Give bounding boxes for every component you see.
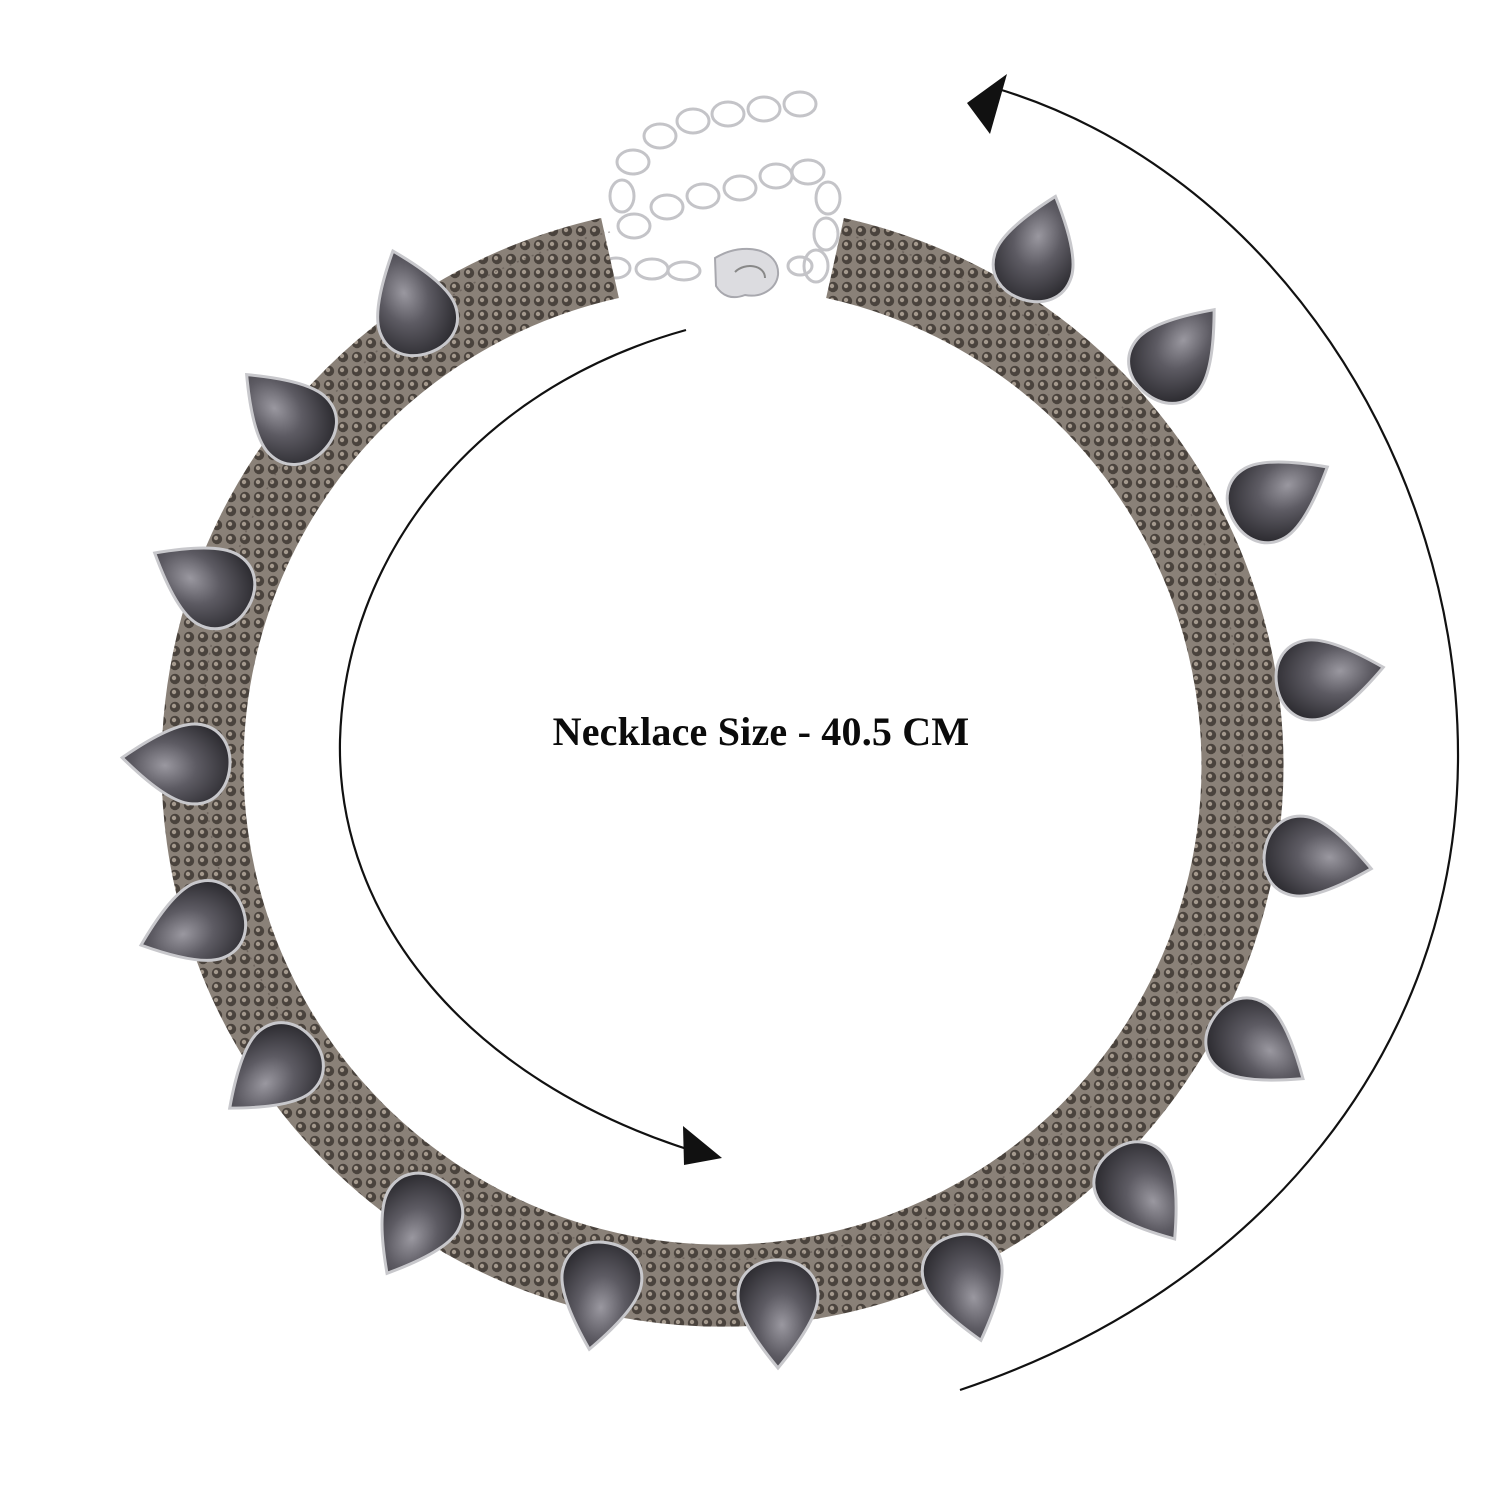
inner-measurement-arrow [338, 328, 722, 1165]
lobster-clasp-icon [600, 248, 814, 299]
outer-measurement-arrow [959, 74, 1460, 1392]
teardrop-pendants [119, 194, 1386, 1371]
extender-chain [608, 90, 842, 284]
necklace-size-label: Necklace Size - 40.5 CM [552, 709, 970, 754]
arrow-head-icon [683, 1126, 722, 1165]
arrow-head-icon [967, 74, 1007, 134]
rhinestone-band [161, 217, 1284, 1327]
